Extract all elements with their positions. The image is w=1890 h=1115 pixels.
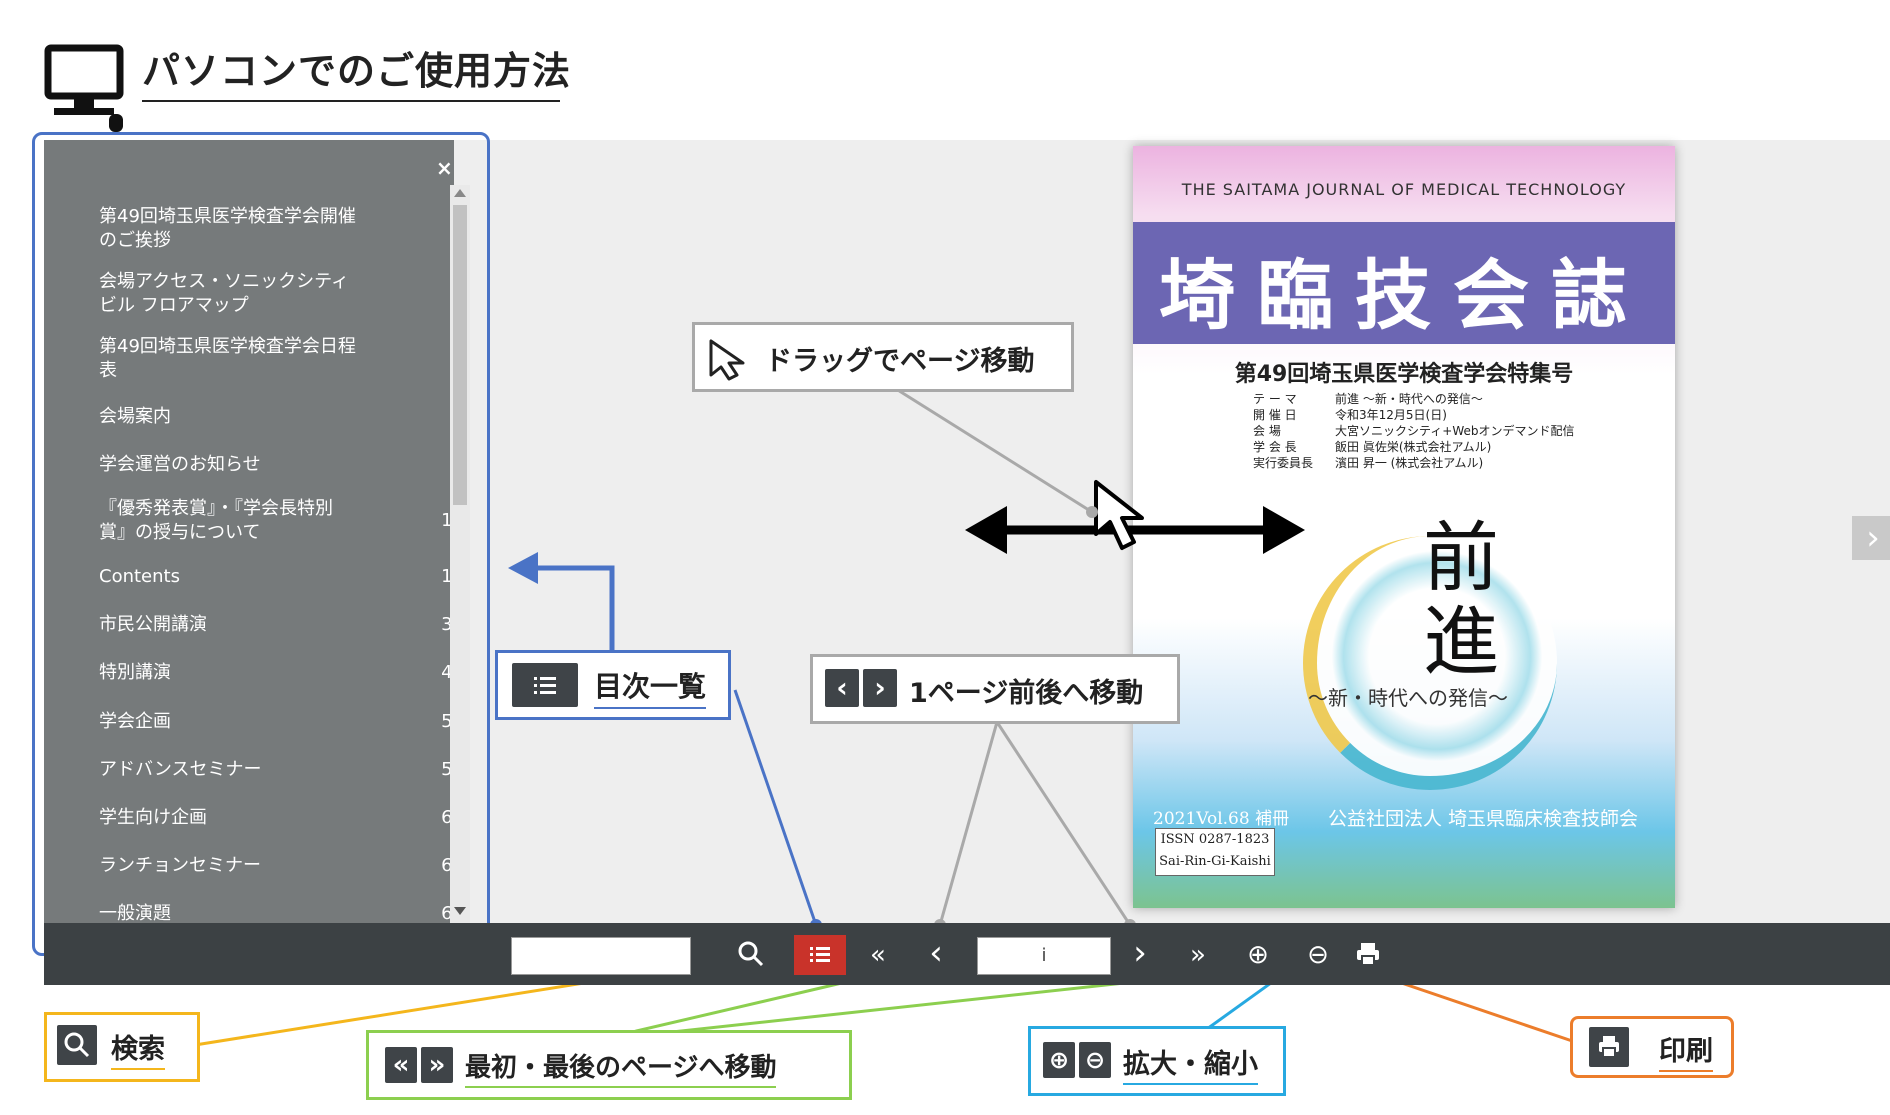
info-key: テ ー マ [1253,392,1297,406]
first-last-callout-label: 最初・最後のページへ移動 [465,1047,777,1088]
scroll-down-icon[interactable] [453,906,467,916]
page-organization: 公益社団法人 埼玉県臨床検査技師会 [1328,808,1639,830]
toc-item-label: アドバンスセミナー [99,759,262,780]
toc-item-label: 学会企画 [99,711,171,732]
toc-button[interactable] [794,935,846,975]
search-input[interactable] [511,937,691,975]
print-callout-icon [1589,1027,1629,1067]
info-value: 令和3年12月5日(日) [1335,408,1447,422]
issn-number: ISSN 0287-1823 [1160,832,1270,847]
last-icon: » [421,1047,453,1083]
toc-close-button[interactable]: × [436,156,453,180]
page-tagline: ～新・時代への発信～ [1308,686,1508,710]
zoom-in-icon: ⊕ [1043,1042,1075,1078]
info-value: 濱田 昇一 (株式会社アムル) [1335,456,1484,470]
last-page-button[interactable]: » [1190,940,1206,970]
toc-item-label: ランチョンセミナー [99,855,261,876]
info-key: 学 会 長 [1253,440,1297,454]
page-journal-name: THE SAITAMA JOURNAL OF MEDICAL TECHNOLOG… [1181,180,1627,199]
scroll-up-icon[interactable] [453,188,467,198]
page-move-callout: ‹ › 1ページ前後へ移動 [810,654,1180,724]
print-callout: 印刷 [1570,1016,1734,1078]
next-page-arrow[interactable]: › [1852,516,1890,560]
toc-item-label: 市民公開講演 [99,614,207,635]
prev-icon: ‹ [825,669,859,707]
info-value: 飯田 眞佐栄(株式会社アムル) [1335,440,1492,454]
cursor-pointer-icon [1094,480,1144,550]
print-callout-label: 印刷 [1659,1029,1713,1072]
toc-item-label: 学会運営のお知らせ [99,454,261,475]
page-number-field[interactable]: i [977,937,1111,975]
zoom-callout: ⊕ ⊖ 拡大・縮小 [1028,1026,1286,1096]
zoom-callout-label: 拡大・縮小 [1123,1042,1258,1085]
info-key: 会 場 [1253,424,1281,438]
search-callout-label: 検索 [111,1027,165,1070]
list-icon [810,947,830,962]
info-key: 開 催 日 [1253,408,1297,422]
toc-callout: 目次一覧 [495,650,731,720]
next-icon: › [863,669,897,707]
toc-item-label: 一般演題 [99,903,171,924]
drag-arrows-icon [965,506,1305,554]
next-page-button[interactable]: › [1133,933,1147,973]
first-icon: « [385,1047,417,1083]
page-journal-title: 埼臨技会誌 [1159,251,1649,340]
title-underline [142,100,560,102]
zoom-out-button[interactable]: ⊖ [1307,940,1329,970]
zoom-out-icon: ⊖ [1079,1042,1111,1078]
toc-item-label: 会場アクセス・ソニックシティビル フロアマップ [99,271,350,316]
page-title: パソコンでのご使用方法 [142,49,572,93]
page-volume: 2021Vol.68 補冊 [1153,809,1290,829]
page-move-callout-label: 1ページ前後へ移動 [909,678,1144,709]
print-icon[interactable] [1354,941,1382,967]
toc-item-label: Contents [99,566,180,587]
toc-item-label: 会場案内 [99,406,171,427]
toc-item-label: 『優秀発表賞』・『学会長特別賞』の授与について [99,498,333,543]
viewer-toolbar [44,923,1890,985]
page-title-band [1133,222,1675,344]
issn-abbrev: Sai-Rin-Gi-Kaishi [1159,854,1271,869]
drag-callout-label: ドラッグでページ移動 [765,346,1035,377]
page-info: テ ー マ 前進 ～新・時代への発信～ 開 催 日 令和3年12月5日(日) 会 場… [1253,391,1653,471]
info-value: 大宮ソニックシティ+Webオンデマンド配信 [1335,424,1575,438]
search-callout: 検索 [44,1012,200,1082]
computer-icon [44,44,124,132]
toc-scrollbar-thumb[interactable] [453,205,467,505]
toc-item-label: 学生向け企画 [99,807,207,828]
toc-panel [44,140,454,923]
page-issn-box: ISSN 0287-1823 Sai-Rin-Gi-Kaishi [1155,828,1275,876]
toc-item-label: 第49回埼玉県医学検査学会日程表 [99,336,356,381]
info-value: 前進 ～新・時代への発信～ [1335,392,1483,406]
drag-callout: ドラッグでページ移動 [692,322,1074,392]
first-page-button[interactable]: « [870,940,886,970]
toc-item-label: 第49回埼玉県医学検査学会開催のご挨拶 [99,206,356,251]
page-issue-title: 第49回埼玉県医学検査学会特集号 [1234,362,1574,387]
first-last-callout: « » 最初・最後のページへ移動 [366,1030,852,1100]
search-icon[interactable] [737,940,765,968]
prev-page-button[interactable]: ‹ [929,933,943,973]
emblem-text: 前進 [1423,513,1499,686]
toc-item-label: 特別講演 [99,662,171,683]
search-callout-icon [57,1025,97,1065]
cursor-icon [709,339,745,381]
toc-callout-icon [512,663,578,707]
toc-callout-label: 目次一覧 [594,665,707,709]
info-key: 実行委員長 [1253,456,1314,470]
zoom-in-button[interactable]: ⊕ [1247,940,1269,970]
